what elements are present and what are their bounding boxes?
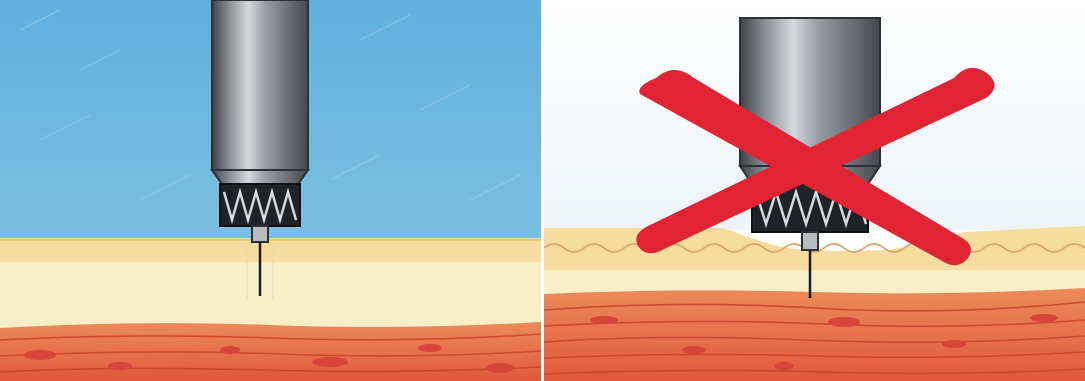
pen-barrel bbox=[212, 0, 308, 170]
fat-layer bbox=[544, 270, 1085, 294]
muscle-layer bbox=[544, 288, 1085, 381]
skin-surface bbox=[0, 238, 541, 262]
needle-hub bbox=[802, 232, 818, 250]
panel-incorrect-injection bbox=[544, 0, 1085, 381]
correct-injection-drawing bbox=[0, 0, 541, 381]
muscle-layer bbox=[0, 322, 541, 381]
panel-correct-injection bbox=[0, 0, 541, 381]
needle-hub bbox=[252, 226, 268, 242]
fat-layer bbox=[0, 262, 541, 328]
pen-taper bbox=[212, 170, 308, 184]
incorrect-injection-drawing bbox=[544, 0, 1085, 381]
